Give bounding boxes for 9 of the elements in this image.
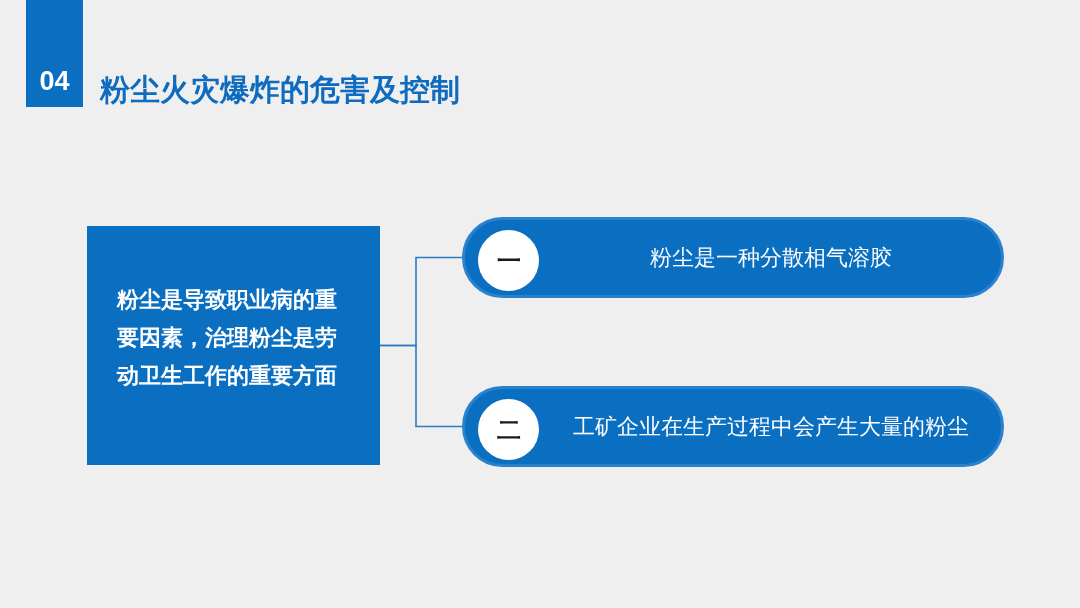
number-badge: 04 <box>26 0 83 107</box>
pill-text: 工矿企业在生产过程中会产生大量的粉尘 <box>571 413 970 441</box>
number-circle: 二 <box>478 399 539 460</box>
text-box <box>87 226 380 465</box>
number-circle: 一 <box>478 230 539 291</box>
box-text: 粉尘是导致职业病的重要因素，治理粉尘是劳动卫生工作的重要方面 <box>117 286 338 390</box>
pill-text: 粉尘是一种分散相气溶胶 <box>648 244 893 272</box>
connector-line <box>379 344 463 428</box>
title: 粉尘火灾爆炸的危害及控制 <box>100 71 460 109</box>
